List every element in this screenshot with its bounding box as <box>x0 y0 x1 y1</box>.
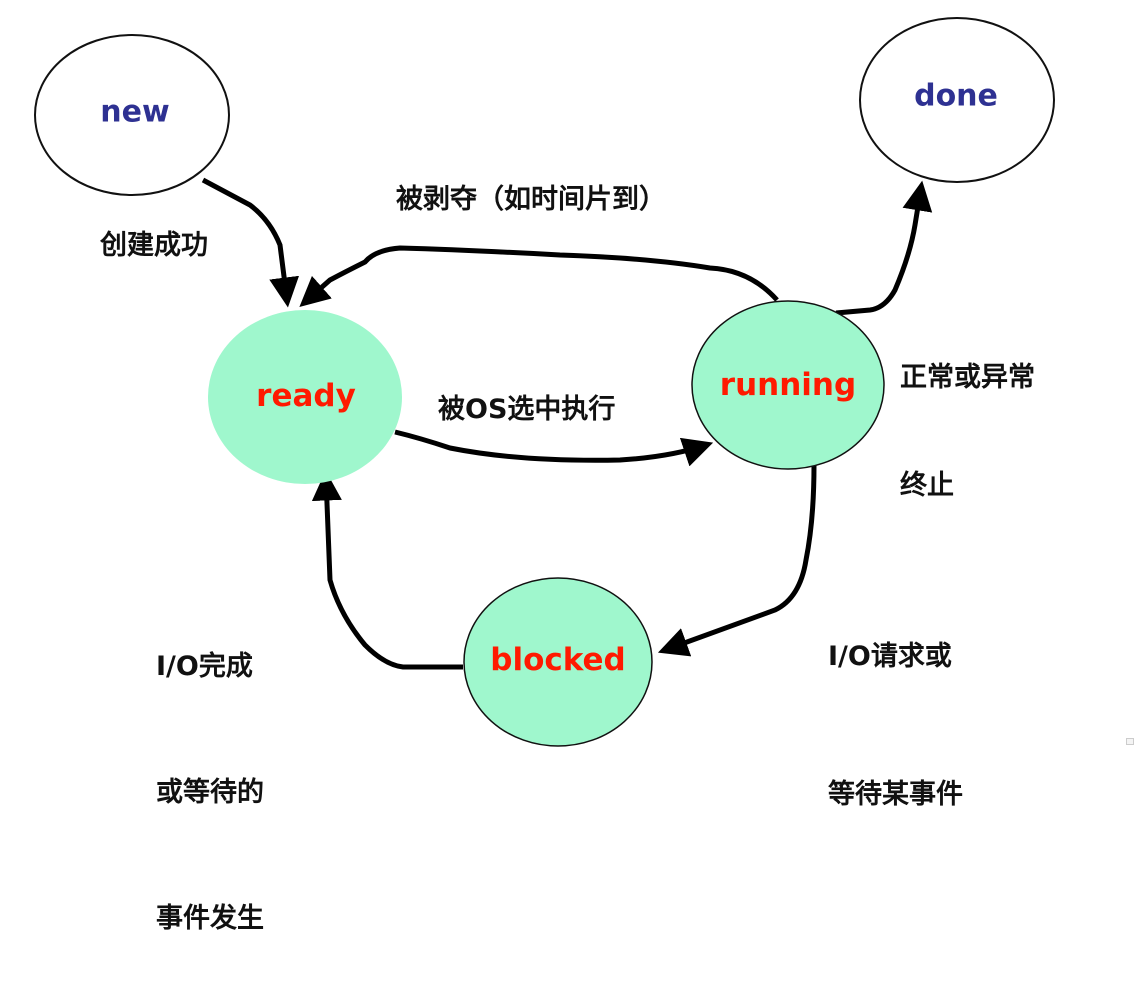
node-running-label: running <box>720 367 856 403</box>
node-done-label: done <box>914 79 998 114</box>
edge-block <box>657 464 817 657</box>
edge-preempt <box>299 245 779 307</box>
node-ready: ready <box>208 310 402 484</box>
edge-exit <box>835 180 933 316</box>
edge-wakeup <box>311 470 463 670</box>
edge-block-label-line: 等待某事件 <box>828 779 963 810</box>
node-new: new <box>34 34 230 196</box>
edge-exit-label-line: 终止 <box>900 470 954 501</box>
node-done: done <box>859 17 1055 183</box>
corner-mark <box>1126 738 1134 745</box>
edge-create <box>201 177 300 308</box>
edge-wakeup-label-line: 或等待的 <box>156 777 264 808</box>
edge-wakeup-label: I/O完成 或等待的 事件发生 <box>156 562 264 982</box>
edge-dispatch <box>394 429 714 467</box>
node-new-label: new <box>100 95 169 130</box>
node-blocked-label: blocked <box>490 642 626 678</box>
state-diagram: new done ready running blocked <box>34 17 1055 747</box>
edge-wakeup-label-line: 事件发生 <box>156 903 264 934</box>
node-ready-label: ready <box>256 378 356 414</box>
edge-wakeup-label-line: I/O完成 <box>156 651 253 682</box>
edge-block-label: I/O请求或 等待某事件 <box>828 542 963 864</box>
node-blocked: blocked <box>463 577 653 747</box>
edge-exit-label-line: 正常或异常 <box>900 362 1035 393</box>
edge-dispatch-label: 被OS选中执行 <box>438 394 616 425</box>
node-running: running <box>691 300 885 470</box>
edge-block-label-line: I/O请求或 <box>828 641 952 672</box>
edge-exit-label: 正常或异常 终止 <box>900 288 1035 540</box>
edge-create-label: 创建成功 <box>100 230 208 261</box>
edge-preempt-label: 被剥夺（如时间片到） <box>396 184 666 215</box>
